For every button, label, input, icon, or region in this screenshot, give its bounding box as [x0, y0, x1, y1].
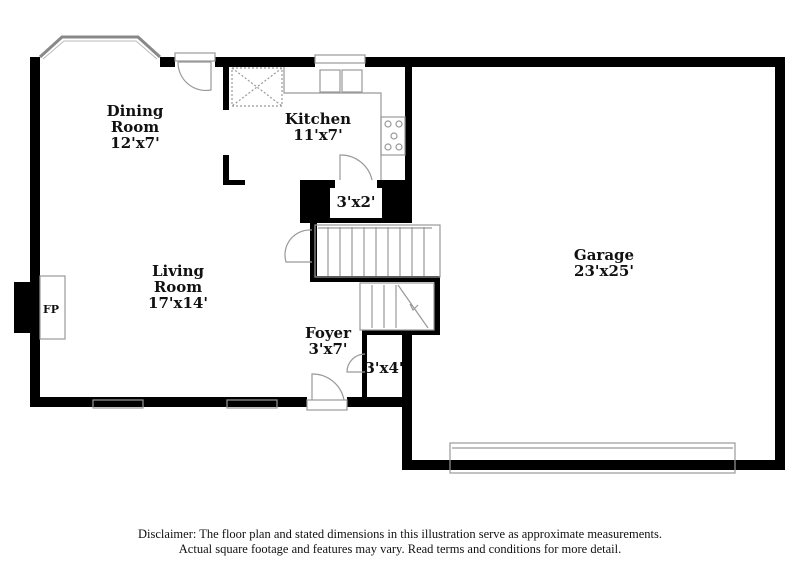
- door-entry: [311, 373, 345, 401]
- room-dims: 3'x4': [364, 359, 404, 377]
- room-kitchen: Kitchen 11'x7': [285, 111, 351, 143]
- room-foyer: Foyer 3'x7': [305, 325, 351, 357]
- disclaimer-line: Actual square footage and features may v…: [178, 542, 622, 556]
- room-foyer-closet: 3'x4': [364, 360, 403, 376]
- fixtures: [38, 35, 736, 474]
- room-name: Foyer: [305, 324, 351, 342]
- room-dims: 17'x14': [148, 294, 208, 312]
- door-dining: [177, 61, 212, 92]
- disclaimer-line: Disclaimer: The floor plan and stated di…: [138, 527, 662, 541]
- door-foyer-closet: [346, 353, 366, 373]
- door-closet: [339, 154, 373, 181]
- room-name: Kitchen: [284, 110, 352, 128]
- disclaimer: Disclaimer: The floor plan and stated di…: [0, 527, 800, 557]
- room-dims: 23'x25': [574, 262, 634, 280]
- room-kitchen-closet: 3'x2': [336, 194, 375, 210]
- room-living: Living Room 17'x14': [148, 263, 208, 311]
- room-name: Living: [151, 262, 205, 280]
- room-dims: 12'x7': [110, 134, 160, 152]
- room-name: Dining: [106, 102, 164, 120]
- room-dims: 3'x2': [336, 193, 376, 211]
- room-name: Room: [153, 278, 203, 296]
- walls: [14, 57, 785, 470]
- room-name: Room: [110, 118, 160, 136]
- kitchen-closet: [330, 188, 382, 218]
- room-dining: Dining Room 12'x7': [107, 103, 164, 151]
- room-garage: Garage 23'x25': [574, 247, 634, 279]
- room-name: Garage: [573, 246, 635, 264]
- room-dims: 11'x7': [293, 126, 343, 144]
- fireplace-label: FP: [42, 303, 60, 316]
- room-dims: 3'x7': [308, 340, 348, 358]
- stairs: [318, 227, 432, 276]
